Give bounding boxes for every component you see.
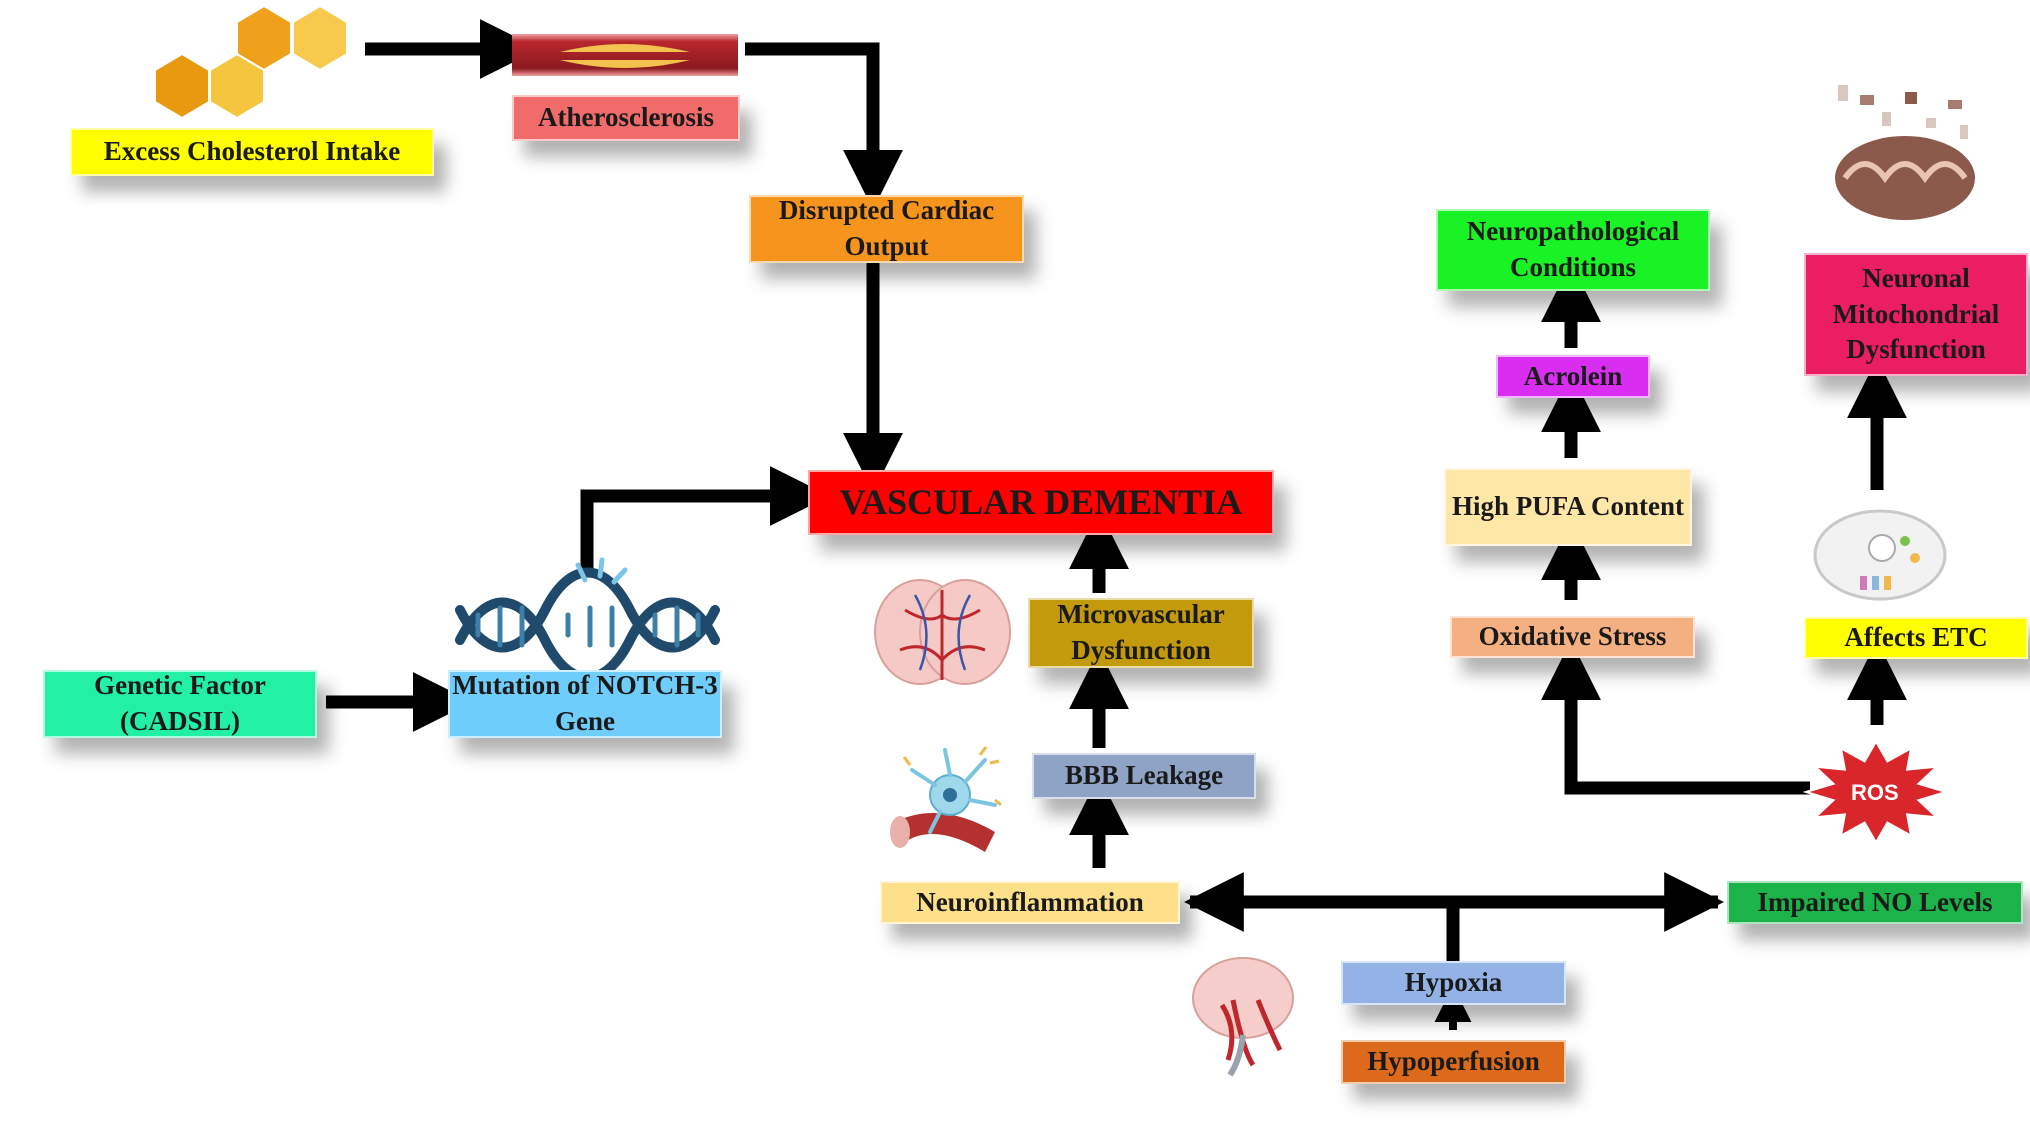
node-label: Genetic Factor (CADSIL)	[94, 670, 266, 736]
node-label: Oxidative Stress	[1478, 621, 1667, 652]
ros-label: ROS	[1851, 780, 1899, 805]
node-bbb-leakage: BBB Leakage	[1032, 753, 1256, 799]
node-label: Atherosclerosis	[538, 102, 714, 133]
node-label: Mutation of NOTCH-3 Gene	[452, 670, 718, 736]
node-neuropathological-conditions: Neuropathological Conditions	[1436, 209, 1710, 291]
node-neuronal-mitochondrial-dysfunction: Neuronal Mitochondrial Dysfunction	[1804, 253, 2028, 376]
node-genetic-factor: Genetic Factor (CADSIL)	[43, 670, 317, 738]
node-label: Acrolein	[1523, 360, 1623, 391]
node-label: High PUFA Content	[1451, 491, 1684, 522]
node-high-pufa-content: High PUFA Content	[1444, 468, 1692, 546]
ros-burst-icon	[1802, 739, 1950, 845]
node-atherosclerosis: Atherosclerosis	[512, 95, 740, 141]
node-label: Affects ETC	[1844, 622, 1988, 653]
node-disrupted-cardiac-output: Disrupted Cardiac Output	[749, 195, 1024, 263]
node-label: Hypoxia	[1404, 967, 1503, 998]
node-label: Impaired NO Levels	[1757, 886, 1993, 917]
node-label: Neuronal Mitochondrial Dysfunction	[1832, 263, 2000, 365]
node-hypoperfusion: Hypoperfusion	[1341, 1040, 1566, 1084]
node-neuroinflammation: Neuroinflammation	[880, 881, 1180, 924]
node-label: Neuroinflammation	[916, 886, 1144, 917]
node-label: Microvascular Dysfunction	[1057, 599, 1225, 665]
node-label: Neuropathological Conditions	[1466, 216, 1680, 282]
node-label: Hypoperfusion	[1367, 1046, 1540, 1077]
node-excess-cholesterol-intake: Excess Cholesterol Intake	[70, 128, 434, 176]
arrow-ros-to-oxidative	[1541, 640, 1810, 795]
node-label: BBB Leakage	[1064, 760, 1224, 791]
brain-vessels-icon	[874, 579, 1011, 685]
mitochondria-icon	[1835, 85, 1975, 220]
node-vascular-dementia: VASCULAR DEMENTIA	[808, 470, 1274, 535]
node-microvascular-dysfunction: Microvascular Dysfunction	[1028, 598, 1254, 668]
node-oxidative-stress: Oxidative Stress	[1450, 616, 1695, 658]
node-label: Excess Cholesterol Intake	[103, 136, 401, 167]
node-mutation-notch3: Mutation of NOTCH-3 Gene	[448, 670, 722, 738]
arrow-atherosclerosis-to-cardiac	[745, 42, 903, 210]
neuron-icon	[890, 746, 1002, 852]
arrow-notch-to-vascular-dementia	[580, 466, 830, 572]
node-acrolein: Acrolein	[1496, 355, 1650, 398]
mitochondria-etc-icon	[1813, 509, 1947, 601]
artery-plaque-icon	[512, 34, 738, 76]
brain-artery-icon	[1192, 957, 1294, 1077]
node-label: Disrupted Cardiac Output	[778, 195, 995, 261]
dna-helix-icon	[455, 557, 720, 683]
node-label: VASCULAR DEMENTIA	[839, 481, 1243, 522]
node-affects-etc: Affects ETC	[1804, 617, 2028, 659]
cholesterol-hexagon-icon	[154, 4, 348, 120]
node-impaired-no-levels: Impaired NO Levels	[1727, 881, 2023, 924]
node-hypoxia: Hypoxia	[1341, 961, 1566, 1005]
